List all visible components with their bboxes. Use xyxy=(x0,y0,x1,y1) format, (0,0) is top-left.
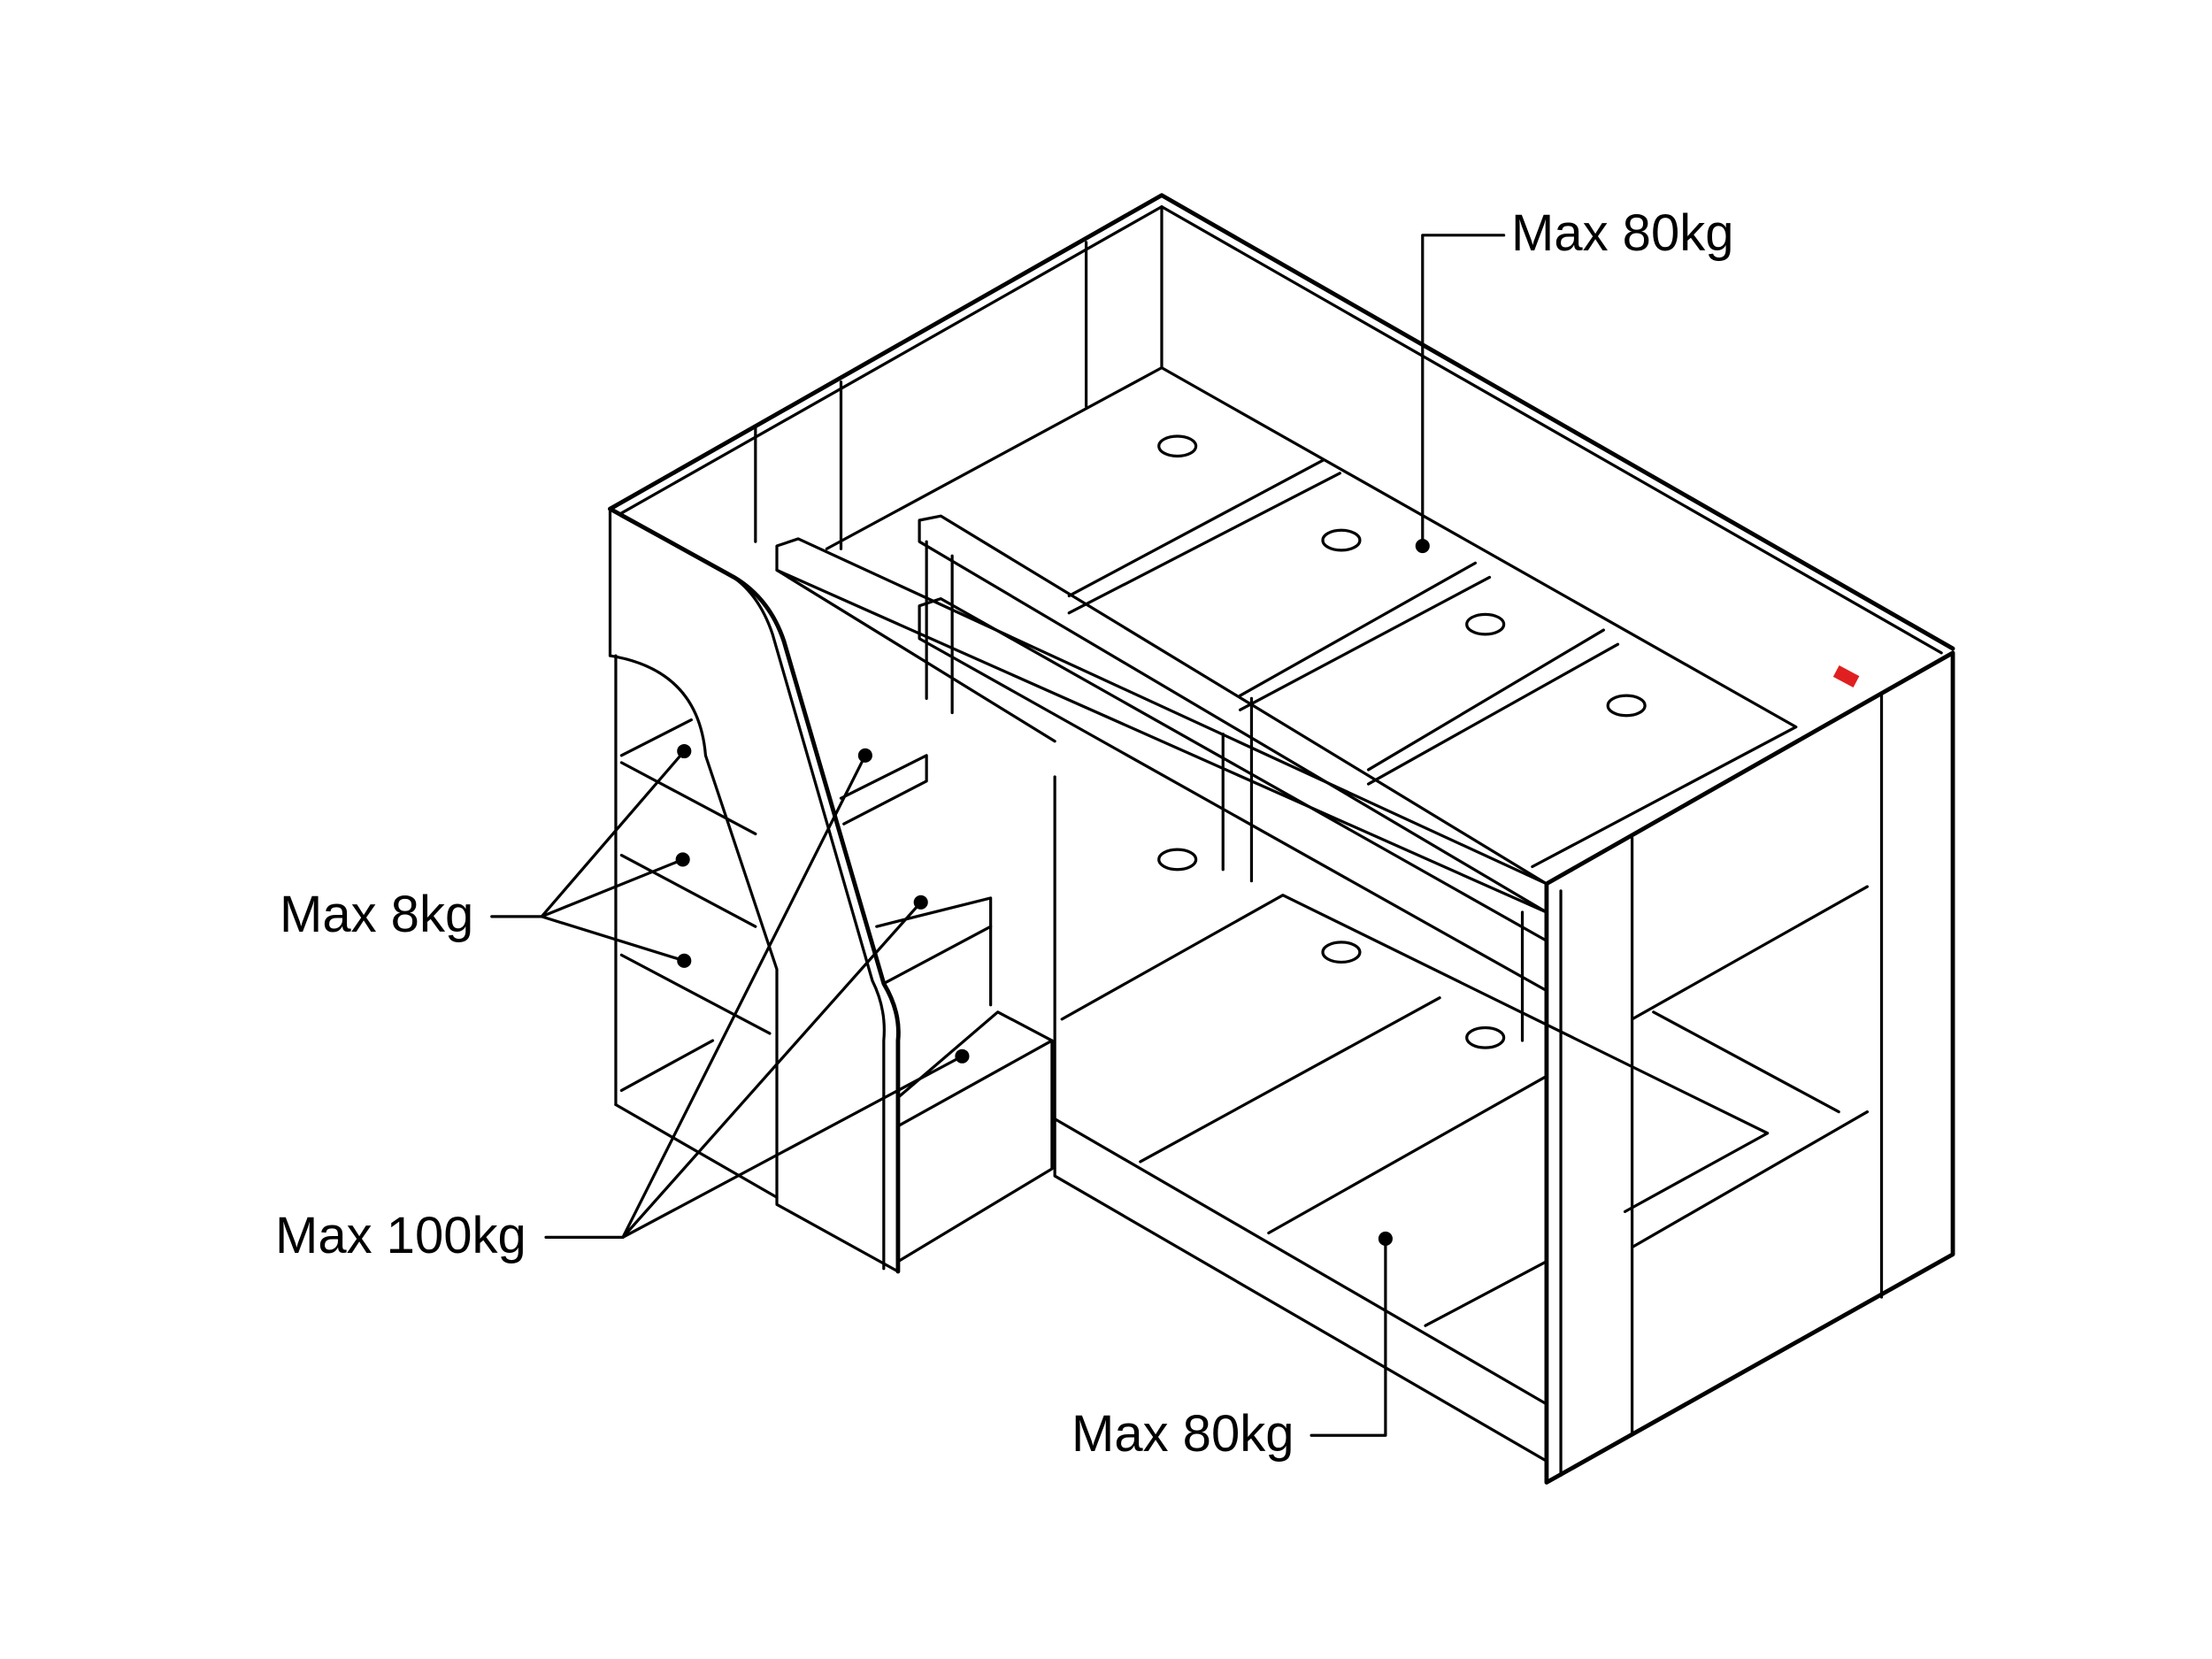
stair-dot xyxy=(913,895,928,910)
top-bunk-load-label: Max 80kg xyxy=(1511,204,1734,262)
top-bunk-dot xyxy=(1415,538,1430,554)
red-label-tag xyxy=(1832,665,1860,687)
right-end-frame xyxy=(1544,650,1955,1485)
shelves-load-label: Max 8kg xyxy=(280,886,474,943)
stair-dot xyxy=(857,748,872,763)
shelf-dot xyxy=(677,743,692,759)
back-wall xyxy=(608,193,1955,655)
shelf-dot xyxy=(677,953,692,968)
bottom-bunk-dot xyxy=(1378,1231,1393,1247)
shelf-dot xyxy=(675,852,690,867)
bottom-bunk xyxy=(1053,775,1770,1463)
staircase xyxy=(608,506,1054,1274)
top-bunk-slats xyxy=(825,366,1798,869)
stair-dot xyxy=(955,1048,970,1064)
bottom-bunk-load-label: Max 80kg xyxy=(1071,1405,1294,1463)
stairs-load-label: Max 100kg xyxy=(275,1207,526,1264)
callout-leaders xyxy=(490,234,1506,1437)
